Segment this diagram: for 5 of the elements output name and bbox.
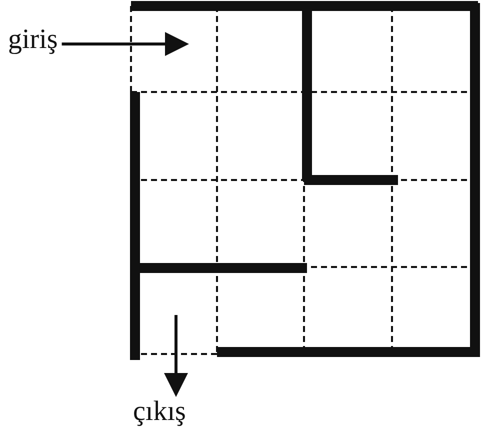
node-label: çıkış	[133, 398, 186, 426]
arrow	[62, 32, 189, 56]
maze-drawing	[127, 1, 478, 361]
node-label: giriş	[8, 26, 58, 54]
arrow	[164, 315, 188, 397]
